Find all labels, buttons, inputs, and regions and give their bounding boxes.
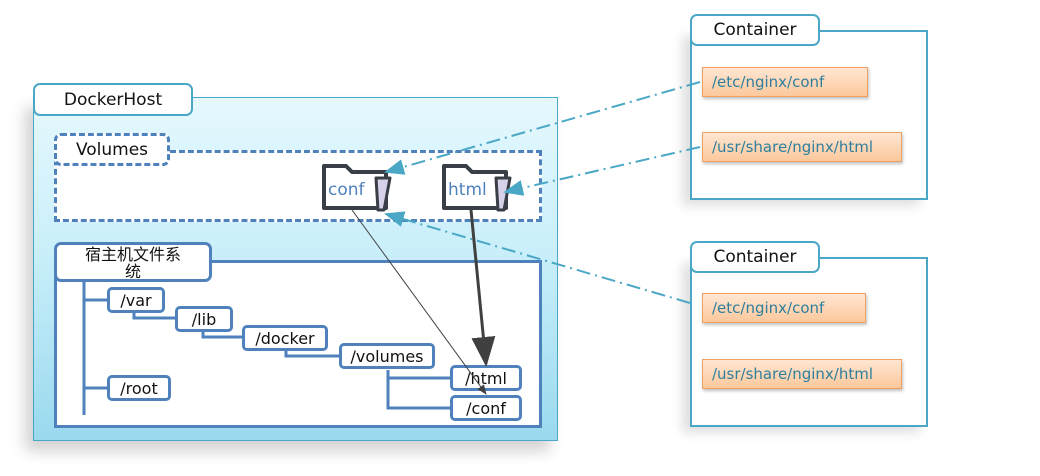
container-title-1: Container <box>690 14 820 46</box>
container-1-path-html[interactable]: /usr/share/nginx/html <box>702 132 902 162</box>
folder-label: conf <box>328 180 365 200</box>
tree-node-var[interactable]: /var <box>107 287 165 313</box>
host-filesystem-title-line1: 宿主机文件系 <box>84 245 181 264</box>
tree-node-root[interactable]: /root <box>107 375 171 401</box>
volume-folder-html[interactable]: html <box>440 162 512 214</box>
tree-node-volumes[interactable]: /volumes <box>339 343 435 369</box>
docker-host-title: DockerHost <box>33 83 193 116</box>
folder-label: html <box>448 180 487 200</box>
container-1-path-conf[interactable]: /etc/nginx/conf <box>702 67 868 97</box>
folder-icon <box>442 164 512 212</box>
mount-line-c1-html <box>503 146 701 196</box>
mount-line-c2-conf <box>384 211 691 304</box>
volume-link-conf <box>351 209 487 395</box>
host-filesystem-title: 宿主机文件系 统 <box>54 242 212 282</box>
container-box-1 <box>690 30 928 200</box>
container-box-2 <box>690 257 928 427</box>
mount-line-c1-conf <box>384 81 701 175</box>
tree-node-lib[interactable]: /lib <box>175 306 233 332</box>
volumes-title: Volumes <box>54 133 170 166</box>
tree-node-docker[interactable]: /docker <box>242 325 328 351</box>
container-2-path-conf[interactable]: /etc/nginx/conf <box>702 293 866 323</box>
container-2-path-html[interactable]: /usr/share/nginx/html <box>702 359 902 389</box>
host-filesystem-title-line2: 统 <box>124 262 141 281</box>
volume-link-html <box>469 209 496 367</box>
container-title-2: Container <box>690 241 820 273</box>
tree-node-conf[interactable]: /conf <box>450 395 522 421</box>
